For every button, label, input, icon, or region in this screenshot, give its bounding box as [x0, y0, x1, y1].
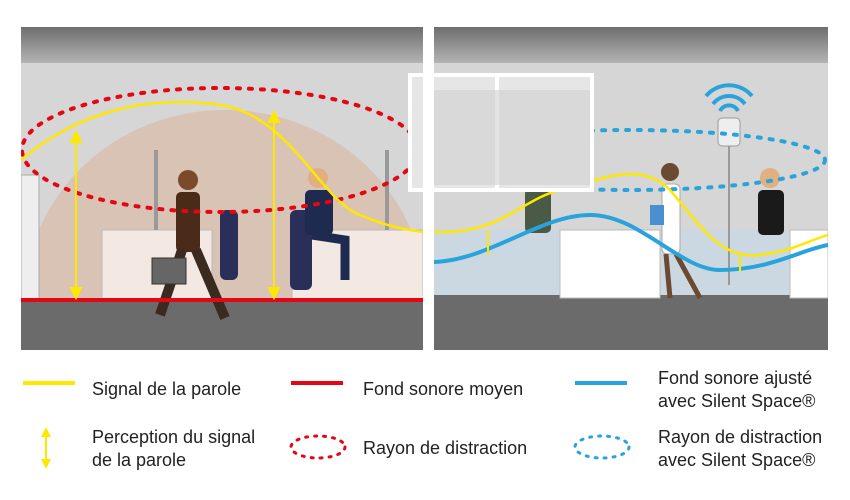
- legend-adjusted-noise-line2: avec Silent Space®: [658, 391, 816, 411]
- perception-arrow: [487, 230, 741, 272]
- legend-adjusted-noise-line1: Fond sonore ajusté: [658, 368, 813, 388]
- adjusted-noise-swatch: [575, 381, 627, 385]
- partition: [154, 150, 158, 230]
- standing-person: [650, 163, 703, 300]
- legend-adjusted-noise: Fond sonore ajusté avec Silent Space®: [658, 367, 815, 413]
- speech-signal-line: [434, 172, 828, 257]
- legend-distraction-silent-line1: Rayon de distraction: [658, 427, 823, 447]
- legend-distraction-silent-line2: avec Silent Space®: [658, 450, 816, 470]
- distraction-swatch: [289, 434, 347, 460]
- desk: [291, 229, 423, 301]
- perception-arrow: [69, 109, 281, 301]
- legend-perception-line1: Perception du signal: [92, 427, 256, 447]
- silent-space-speaker-icon: [704, 83, 754, 285]
- desk: [789, 229, 828, 299]
- distraction-silent-swatch: [573, 434, 631, 460]
- ceiling: [21, 27, 423, 63]
- partition: [385, 150, 389, 230]
- desk: [559, 229, 661, 299]
- legend-distraction: Rayon de distraction: [363, 438, 528, 458]
- seated-person: [758, 168, 784, 235]
- ceiling: [434, 27, 828, 63]
- average-noise-swatch: [291, 381, 343, 385]
- adjusted-noise-line: [434, 212, 828, 273]
- legend-distraction-silent: Rayon de distraction avec Silent Space®: [658, 426, 822, 472]
- floor: [434, 295, 828, 350]
- legend-speech-signal: Signal de la parole: [92, 379, 242, 399]
- perception-arrow-swatch: [41, 427, 51, 469]
- office-illustration: [21, 27, 828, 350]
- legend-perception-line2: de la parole: [92, 450, 187, 470]
- chair: [220, 210, 238, 280]
- window: [408, 73, 594, 192]
- speech-signal-swatch: [23, 381, 75, 385]
- legend-perception: Perception du signal de la parole: [92, 426, 255, 472]
- legend-average-noise: Fond sonore moyen: [363, 379, 524, 399]
- walking-person: [151, 170, 230, 320]
- distraction-radius-silent-space: [434, 128, 827, 192]
- panel-without-silent-space: [21, 27, 423, 350]
- printer: [21, 174, 40, 301]
